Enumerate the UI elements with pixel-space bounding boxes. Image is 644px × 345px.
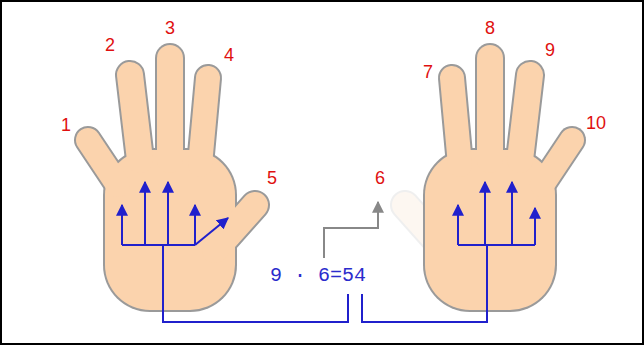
finger-number: 7 xyxy=(423,61,433,83)
finger-number: 3 xyxy=(165,17,175,39)
finger-number: 9 xyxy=(545,39,555,61)
right-hand xyxy=(423,58,572,312)
pointer-arrow xyxy=(324,202,378,258)
count-arrows-right xyxy=(362,182,535,322)
finger-number: 1 xyxy=(61,114,71,136)
finger-number: 8 xyxy=(485,17,495,39)
finger-number: 2 xyxy=(105,34,115,56)
finger-number: 4 xyxy=(224,44,234,66)
equation: 9 · 6=54 xyxy=(270,264,366,288)
finger-number: 5 xyxy=(267,167,277,189)
right-hand-skin xyxy=(425,58,572,310)
finger-number: 10 xyxy=(586,112,606,134)
left-hand-skin xyxy=(88,58,255,310)
left-hand xyxy=(88,58,255,312)
count-arrows-left xyxy=(122,182,348,322)
finger-number: 6 xyxy=(375,167,385,189)
